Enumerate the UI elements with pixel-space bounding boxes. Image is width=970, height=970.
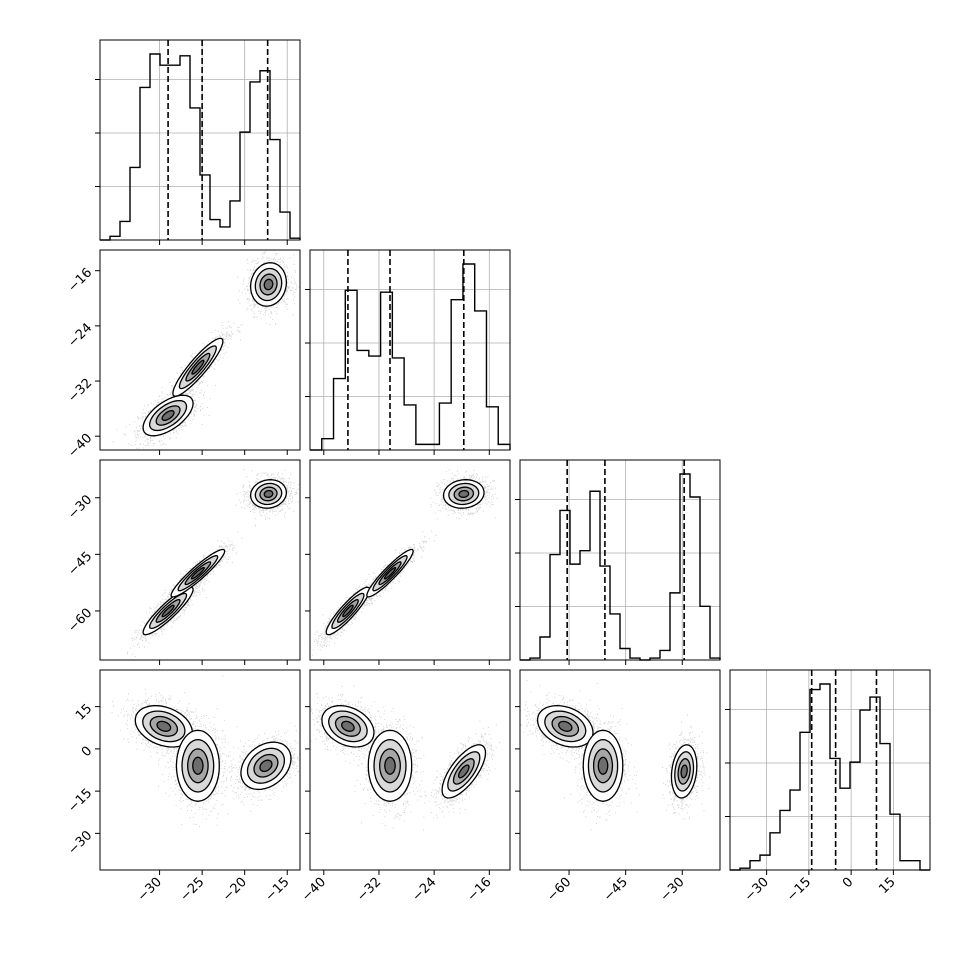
density-contour (190, 566, 205, 580)
x-tick-label: −30 (658, 875, 688, 905)
y-tick-label: −30 (65, 828, 95, 858)
x-tick-label: 0 (840, 875, 856, 891)
scatter-frame (99, 459, 301, 661)
scatter-content (112, 251, 300, 450)
hist-frame (729, 669, 931, 871)
y-tick-label: −60 (65, 606, 95, 636)
x-tick-label: 15 (876, 875, 898, 897)
x-tick-label: −30 (742, 875, 772, 905)
x-tick-label: −15 (784, 875, 814, 905)
y-tick-label: −16 (65, 265, 95, 295)
scatter-frame (309, 669, 511, 871)
density-contour (597, 756, 609, 775)
hist-frame (309, 249, 511, 451)
density-contour (341, 720, 355, 732)
density-contour (156, 720, 172, 732)
x-tick-label: −16 (465, 875, 495, 905)
density-contour (259, 759, 273, 773)
x-tick-label: −24 (409, 875, 439, 905)
x-tick-label: −40 (299, 875, 329, 905)
hist-background (310, 250, 510, 450)
hist-step (100, 53, 301, 241)
hist-panel-3 (725, 669, 931, 875)
y-tick-label: −40 (65, 431, 95, 461)
density-contour (161, 604, 175, 618)
hist-panel-0 (95, 39, 301, 245)
density-contour (263, 278, 274, 291)
y-tick-label: −32 (65, 376, 95, 406)
x-tick-label: −20 (220, 875, 250, 905)
density-contour (192, 756, 204, 775)
x-tick-label: −45 (601, 875, 631, 905)
density-contour (457, 764, 470, 779)
x-tick-label: −60 (544, 875, 574, 905)
y-tick-label: −15 (65, 786, 95, 816)
density-contour (384, 756, 396, 775)
scatter-panel-3-0 (95, 669, 301, 875)
scatter-frame (99, 249, 301, 451)
y-tick-label: −45 (65, 549, 95, 579)
scatter-content (310, 469, 498, 656)
scatter-frame (309, 459, 511, 661)
hist-panel-2 (515, 459, 721, 665)
y-tick-label: 0 (79, 744, 95, 760)
hist-step (730, 683, 930, 871)
scatter-content (520, 680, 711, 831)
y-tick-label: 15 (73, 701, 95, 723)
hist-panel-1 (305, 249, 511, 455)
scatter-panel-1-0 (95, 249, 301, 455)
density-contour (263, 489, 274, 499)
hist-step (310, 263, 511, 451)
x-tick-label: −30 (135, 875, 165, 905)
scatter-panel-2-1 (305, 459, 511, 665)
hist-step (520, 473, 721, 661)
scatter-points (112, 251, 300, 450)
x-tick-label: −32 (354, 875, 384, 905)
hist-frame (99, 39, 301, 241)
density-contour (383, 566, 397, 580)
x-tick-label: −15 (263, 875, 293, 905)
scatter-panel-3-1 (305, 669, 511, 875)
scatter-content (111, 675, 300, 828)
scatter-panel-2-0 (95, 459, 301, 665)
y-tick-label: −30 (65, 492, 95, 522)
x-tick-label: −25 (177, 875, 207, 905)
density-contour (161, 410, 175, 421)
density-contour (191, 359, 205, 375)
hist-frame (519, 459, 721, 661)
scatter-content (127, 469, 299, 657)
scatter-content (310, 685, 510, 831)
scatter-panel-3-2 (515, 669, 721, 875)
y-tick-label: −24 (65, 321, 95, 351)
scatter-frame (99, 669, 301, 871)
scatter-frame (519, 669, 721, 871)
density-contour (342, 604, 354, 618)
density-contour (558, 720, 573, 732)
density-contour (458, 489, 470, 499)
density-contour (680, 764, 688, 779)
